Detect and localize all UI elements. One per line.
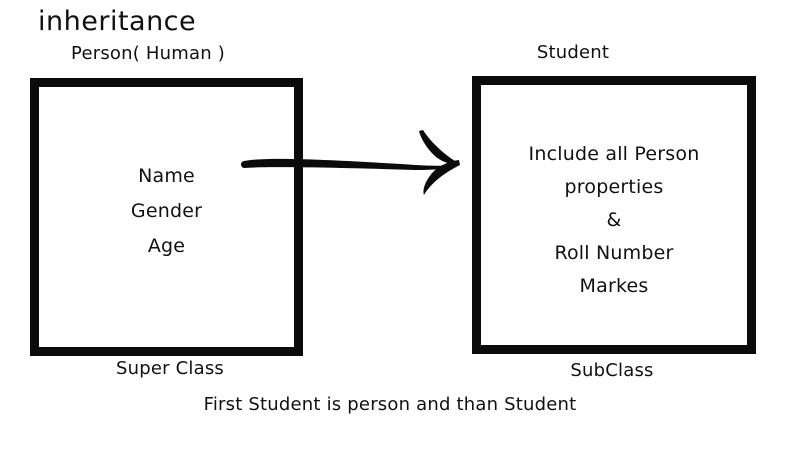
left-box-title: Person( Human ) <box>71 43 225 64</box>
right-box-title: Student <box>536 42 610 63</box>
sub-class-label: SubClass <box>570 360 654 381</box>
super-class-properties: Name Gender Age <box>39 165 294 270</box>
list-item: Markes <box>579 275 649 297</box>
sub-class-box: Include all Person properties & Roll Num… <box>472 76 756 354</box>
list-item: properties <box>564 176 664 198</box>
diagram-caption: First Student is person and than Student <box>203 394 577 415</box>
list-item: Age <box>147 235 186 257</box>
arrow-right-icon <box>241 130 460 195</box>
list-item: Gender <box>130 200 203 222</box>
list-item: Roll Number <box>554 242 674 264</box>
sub-class-properties: Include all Person properties & Roll Num… <box>481 143 747 308</box>
list-item: Include all Person <box>528 143 700 165</box>
list-item: Name <box>138 165 195 187</box>
super-class-box: Name Gender Age <box>30 78 303 356</box>
super-class-label: Super Class <box>115 358 225 379</box>
page-title: inheritance <box>38 6 197 37</box>
list-item: & <box>606 209 622 231</box>
